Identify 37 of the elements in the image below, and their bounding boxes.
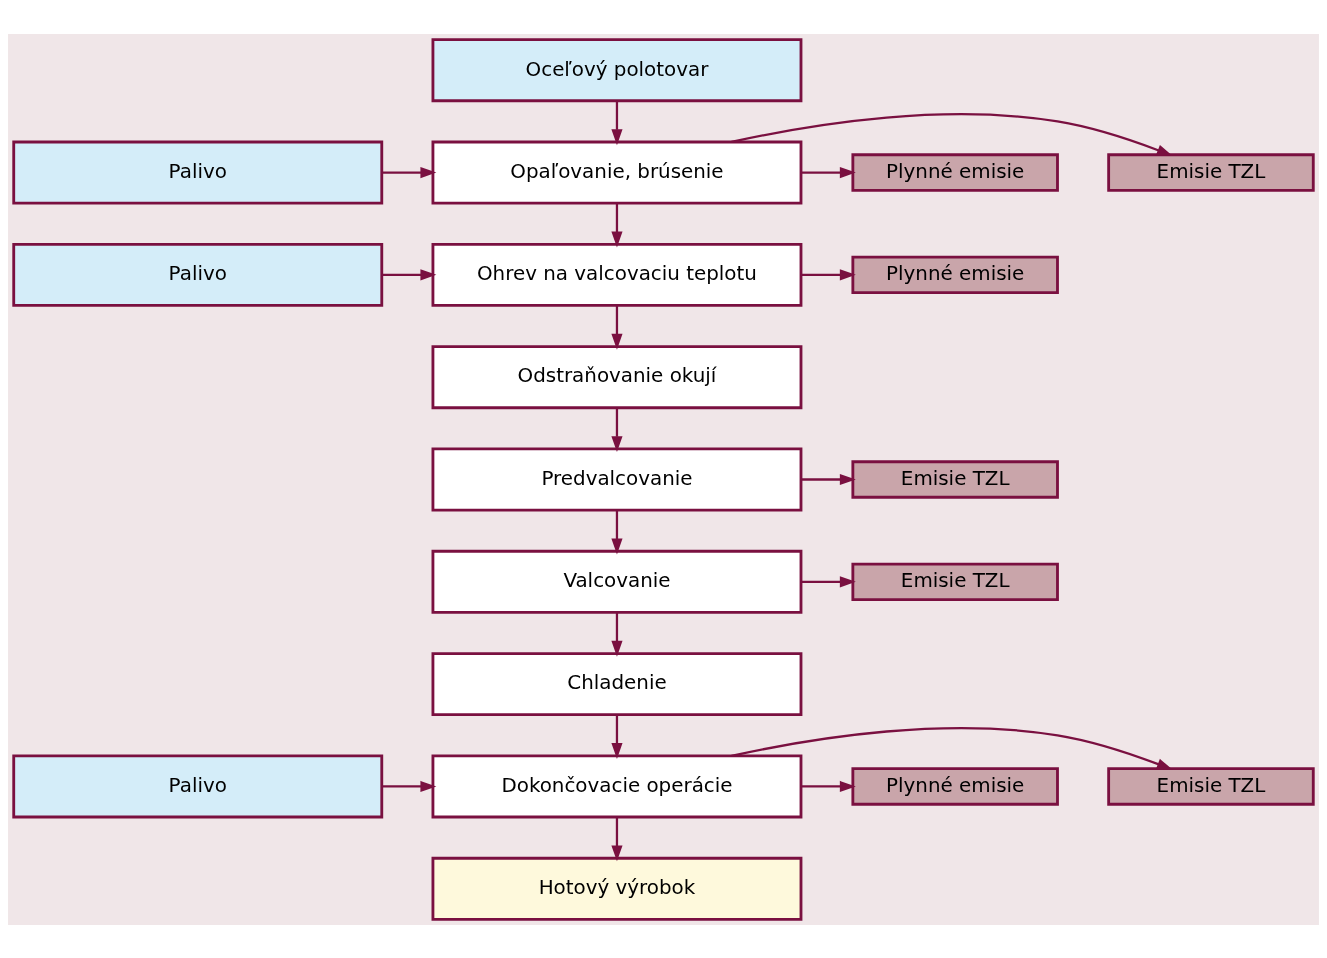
arrow — [382, 166, 437, 178]
arrow — [611, 714, 623, 759]
arrow — [731, 726, 1173, 770]
node-box: Plynné emisie — [851, 255, 1059, 294]
arrow — [611, 305, 623, 350]
arrow — [611, 612, 623, 657]
node-box: Plynné emisie — [851, 766, 1059, 806]
arrow — [382, 268, 437, 280]
arrow — [801, 166, 856, 178]
arrow — [611, 100, 623, 145]
node-box: Hotový výrobok — [431, 856, 803, 921]
node-box: Emisie TZL — [851, 562, 1059, 601]
node-box: Dokončovacie operácie — [431, 753, 803, 818]
node-box: Emisie TZL — [1107, 152, 1315, 192]
arrow — [801, 575, 856, 587]
arrow — [611, 816, 623, 861]
node-box: Palivo — [12, 140, 384, 205]
node-box: Emisie TZL — [851, 459, 1059, 499]
arrow — [801, 473, 856, 485]
arrow — [801, 780, 856, 792]
arrow — [382, 780, 437, 792]
arrow — [611, 407, 623, 452]
arrow — [611, 509, 623, 554]
node-box: Ohrev na valcovaciu teplotu — [431, 242, 803, 307]
arrow — [731, 112, 1173, 156]
node-box: Chladenie — [431, 651, 803, 716]
node-box: Predvalcovanie — [431, 447, 803, 511]
arrow — [801, 268, 856, 280]
arrow — [611, 202, 623, 247]
node-box: Valcovanie — [431, 549, 803, 614]
node-box: Palivo — [12, 242, 384, 307]
node-box: Odstraňovanie okují — [431, 344, 803, 409]
node-box: Palivo — [12, 753, 384, 818]
node-box: Opaľovanie, brúsenie — [431, 140, 803, 205]
node-box: Plynné emisie — [851, 152, 1059, 192]
node-box: Oceľový polotovar — [431, 37, 803, 102]
node-box: Emisie TZL — [1107, 766, 1315, 806]
